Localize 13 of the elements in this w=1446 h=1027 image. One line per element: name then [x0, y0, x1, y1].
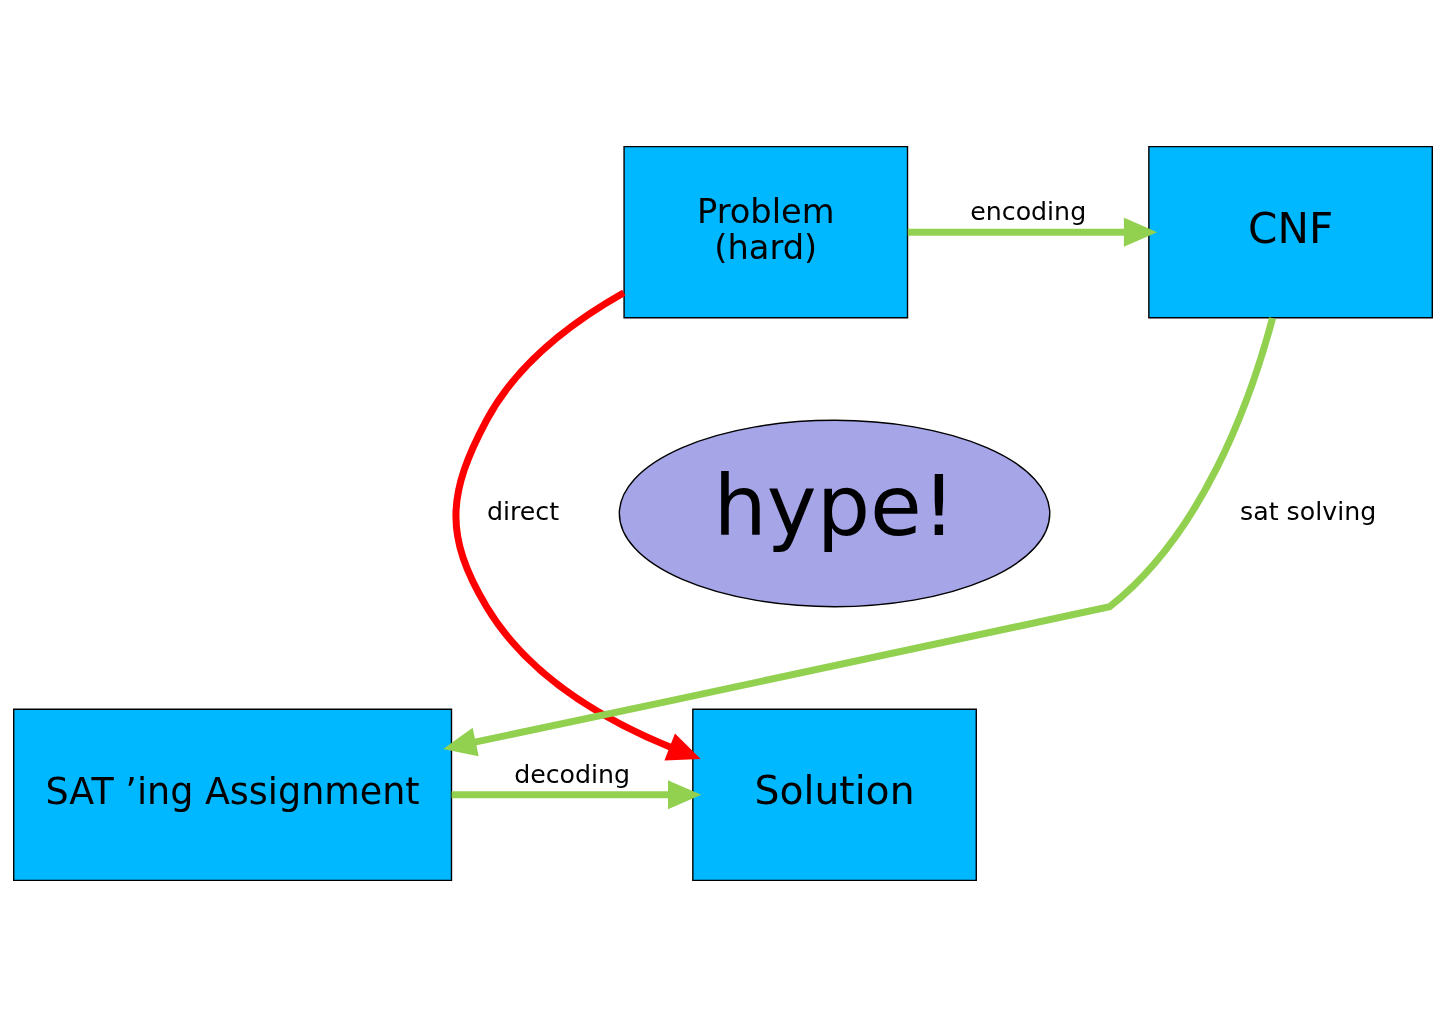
edge-label: direct	[486, 496, 560, 526]
arrow	[907, 217, 1158, 247]
edge-label: encoding	[970, 197, 1087, 227]
node-box: SAT ’ing Assignment	[13, 708, 453, 882]
edge-label: decoding	[514, 759, 631, 789]
node-box: Solution	[692, 708, 977, 882]
node-box: Problem (hard)	[623, 145, 909, 319]
node-ellipse: hype!	[618, 419, 1051, 608]
arrow	[451, 780, 702, 810]
arrow	[452, 289, 701, 761]
arrow	[443, 317, 1276, 757]
node-box: CNF	[1148, 145, 1433, 319]
edge-label: sat solving	[1240, 496, 1377, 526]
